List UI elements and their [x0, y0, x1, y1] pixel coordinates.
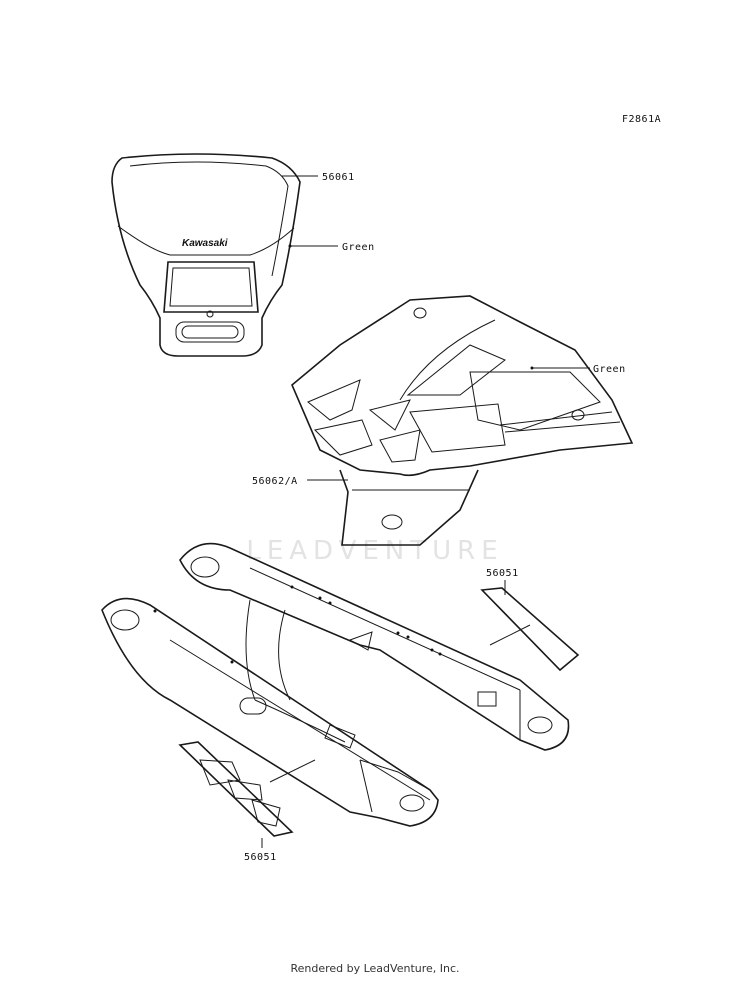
swingarm-decal-right	[480, 587, 580, 672]
callout-56062a: 56062/A	[252, 476, 298, 487]
callout-shroud-green: Green	[593, 364, 626, 375]
callout-56051-right: 56051	[486, 568, 519, 579]
figure-code: F2861A	[622, 114, 661, 125]
callout-56061: 56061	[322, 172, 355, 183]
headlight-cover-decal: Kawasaki	[111, 153, 301, 357]
callout-headlight-green: Green	[342, 242, 375, 253]
swingarm	[101, 542, 570, 827]
swingarm-decal-left	[178, 741, 294, 837]
watermark: LEADVENTURE	[246, 536, 503, 566]
callout-56051-left: 56051	[244, 852, 277, 863]
kawasaki-logo: Kawasaki	[182, 238, 228, 249]
footer-credit: Rendered by LeadVenture, Inc.	[290, 962, 460, 975]
shroud-decal	[291, 295, 634, 546]
